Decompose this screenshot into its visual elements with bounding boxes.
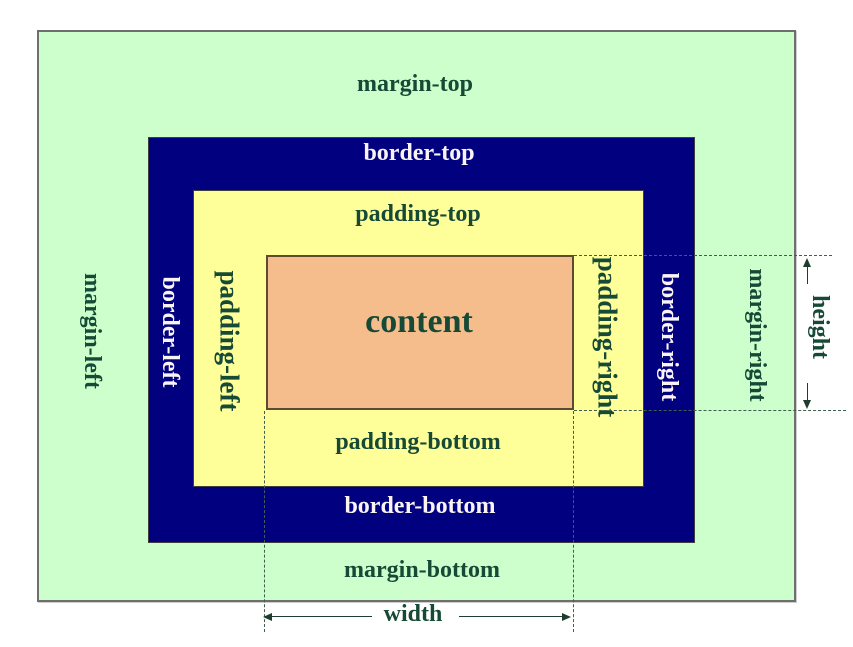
width-arrow-left-line — [271, 616, 372, 617]
content-label: content — [365, 303, 473, 340]
width-arrow-left-icon — [263, 613, 272, 621]
width-guide-right-line — [573, 411, 574, 632]
margin-left-label: margin-left — [79, 273, 105, 389]
height-arrow-down-icon — [803, 400, 811, 409]
margin-top-label: margin-top — [357, 71, 473, 97]
height-label: height — [807, 294, 833, 360]
padding-bottom-label: padding-bottom — [335, 429, 501, 455]
border-left-label: border-left — [157, 276, 183, 388]
width-label: width — [383, 601, 443, 627]
border-top-label: border-top — [363, 140, 475, 166]
padding-top-label: padding-top — [355, 201, 481, 227]
margin-bottom-label: margin-bottom — [344, 557, 500, 583]
height-arrow-down-line — [807, 383, 808, 401]
width-arrow-right-icon — [562, 613, 571, 621]
height-guide-bottom-line — [574, 410, 846, 411]
width-guide-left-line — [264, 411, 265, 632]
height-guide-top-line — [574, 255, 832, 256]
border-bottom-label: border-bottom — [344, 493, 496, 519]
height-arrow-up-icon — [803, 258, 811, 267]
border-right-label: border-right — [656, 272, 682, 402]
padding-right-label: padding-right — [592, 256, 623, 418]
margin-right-label: margin-right — [744, 268, 770, 402]
content-area — [266, 255, 574, 410]
height-arrow-up-line — [807, 266, 808, 284]
width-arrow-right-line — [459, 616, 563, 617]
padding-left-label: padding-left — [214, 270, 245, 412]
